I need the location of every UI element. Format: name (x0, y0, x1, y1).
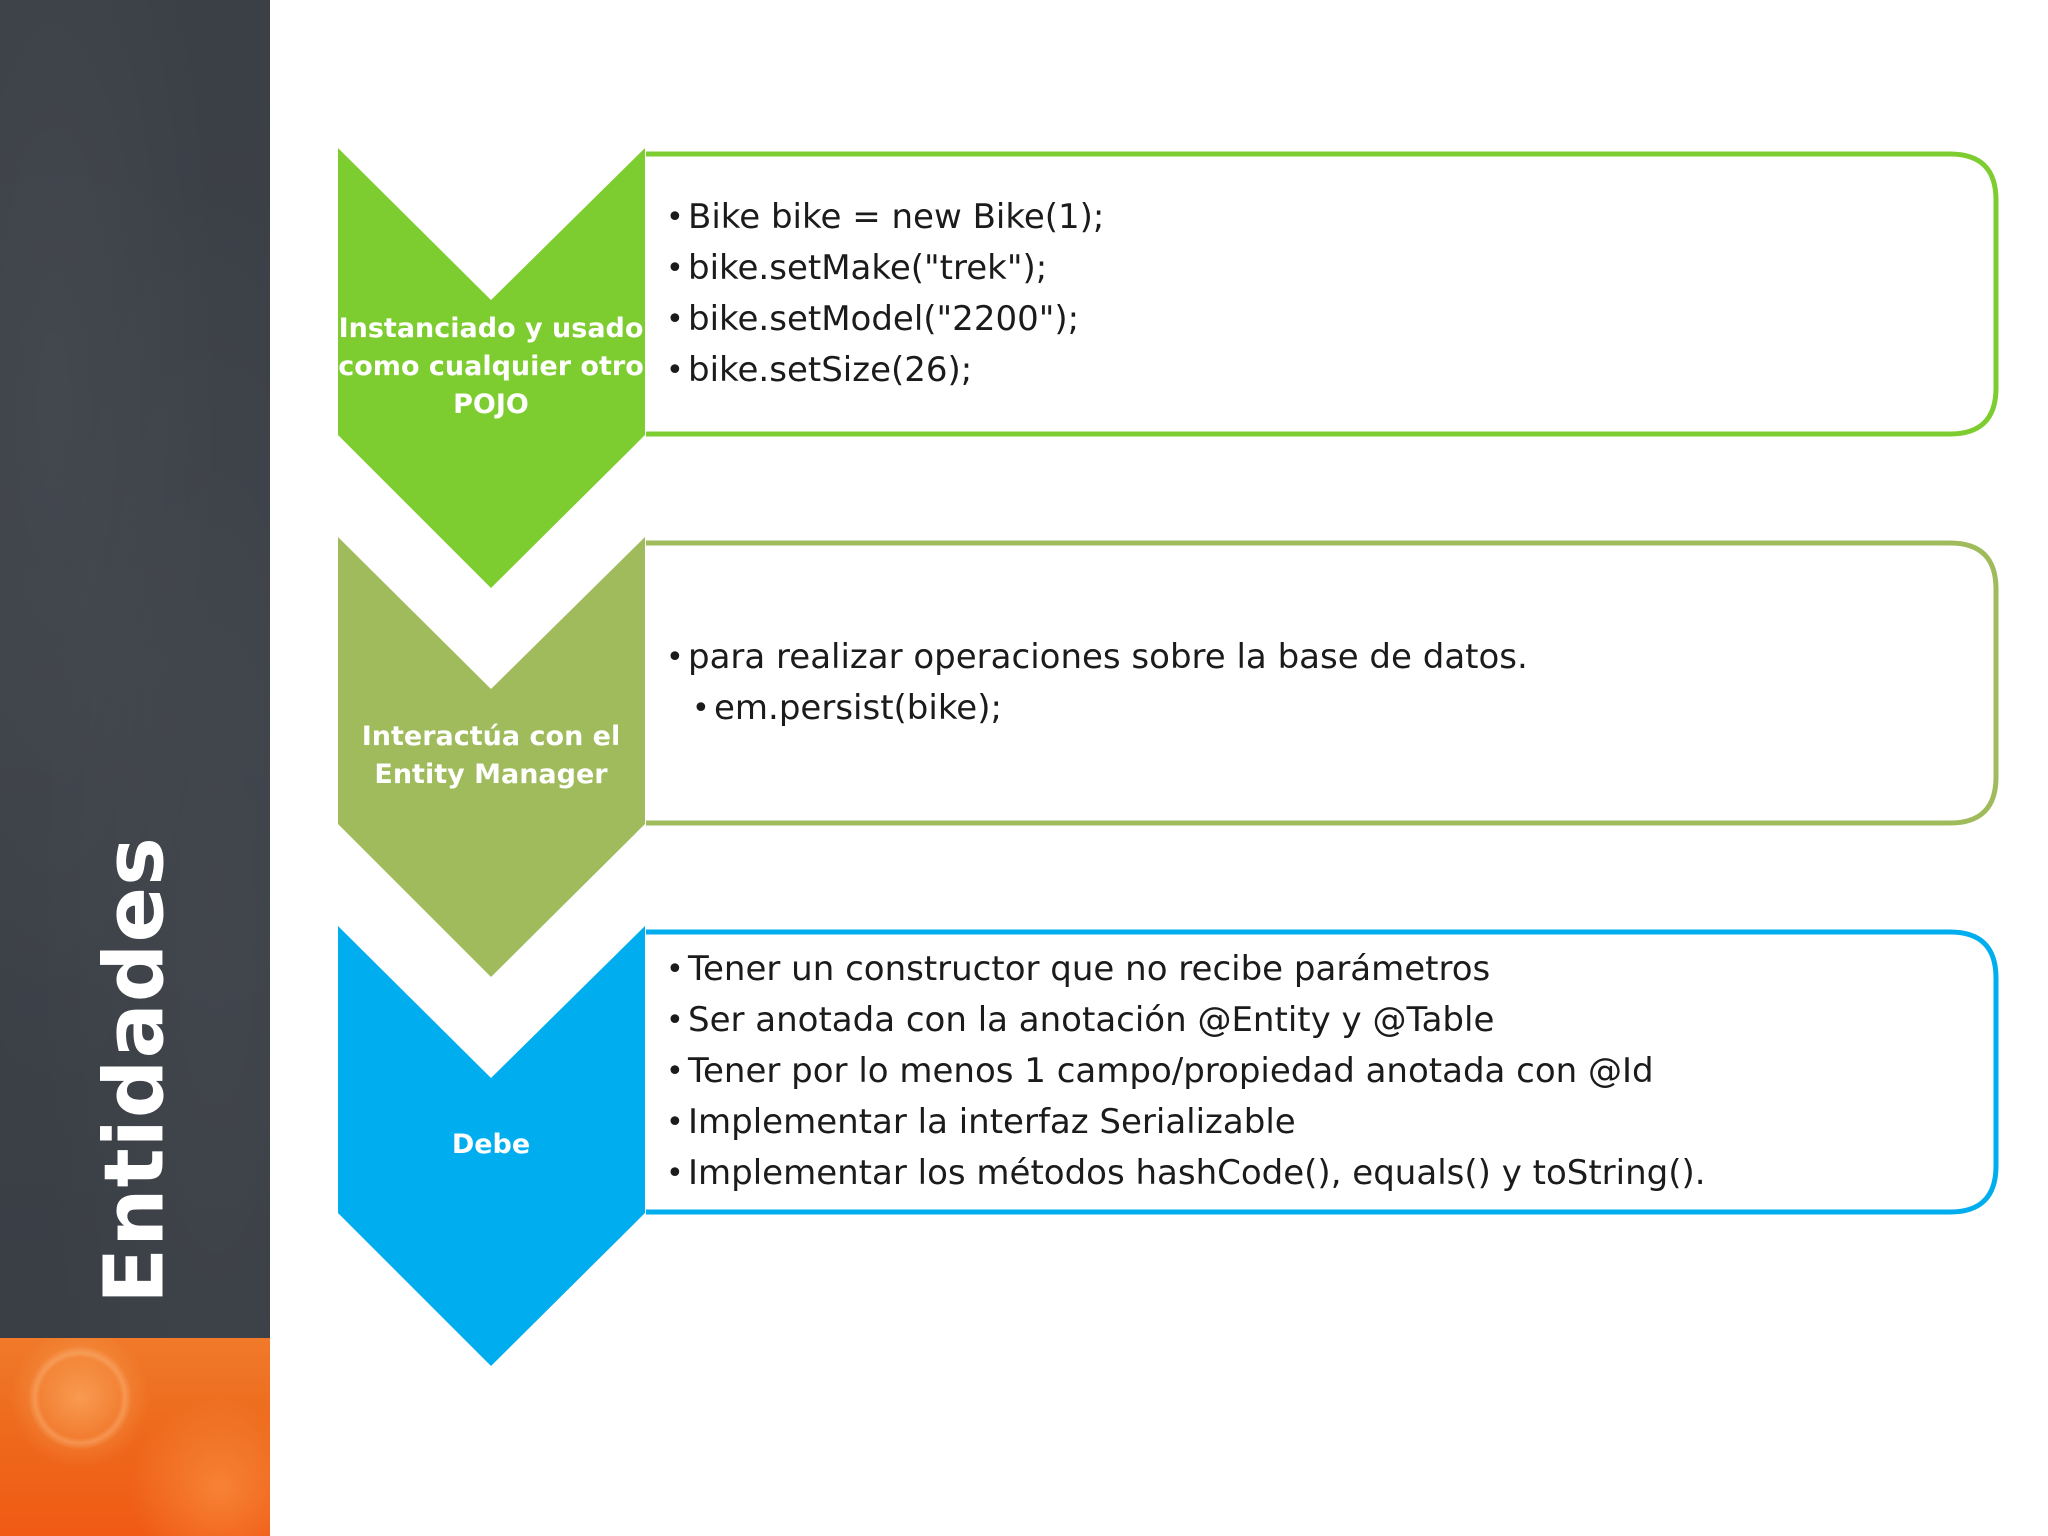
content-box-1-outline (646, 151, 1999, 437)
chevron-step-1 (338, 148, 645, 588)
list-item-text: Tener por lo menos 1 campo/propiedad ano… (688, 1051, 1654, 1091)
content-list-step-3: • Tener un constructor que no recibe par… (666, 944, 1706, 1199)
bullet-icon: • (666, 353, 684, 388)
chevron-label-step-3: Debe (451, 1129, 531, 1160)
chevron-label-step-1: Instanciado y usado como cualquier otro … (338, 313, 644, 420)
list-item-text: bike.setSize(26); (688, 350, 973, 390)
list-item-text: para realizar operaciones sobre la base … (688, 637, 1528, 677)
list-item: • Ser anotada con la anotación @Entity y… (666, 995, 1706, 1046)
list-item-text: Bike bike = new Bike(1); (688, 197, 1105, 237)
list-item: • bike.setSize(26); (666, 345, 1104, 396)
bullet-icon: • (666, 1105, 684, 1140)
list-item-nested: • em.persist(bike); (666, 683, 1528, 734)
list-item: • para realizar operaciones sobre la bas… (666, 632, 1528, 683)
list-item-text: bike.setModel("2200"); (688, 299, 1080, 339)
list-item-text: em.persist(bike); (714, 688, 1002, 728)
bullet-icon: • (666, 952, 684, 987)
content-list-step-2: • para realizar operaciones sobre la bas… (666, 632, 1528, 734)
chevron-step-2 (338, 537, 645, 977)
list-item: • Tener por lo menos 1 campo/propiedad a… (666, 1046, 1706, 1097)
list-item-text: bike.setMake("trek"); (688, 248, 1048, 288)
content-list-step-1: • Bike bike = new Bike(1); • bike.setMak… (666, 192, 1104, 396)
list-item-text: Ser anotada con la anotación @Entity y @… (688, 1000, 1495, 1040)
list-item: • Implementar la interfaz Serializable (666, 1097, 1706, 1148)
bullet-icon: • (666, 251, 684, 286)
list-item: • Tener un constructor que no recibe par… (666, 944, 1706, 995)
list-item: • bike.setModel("2200"); (666, 294, 1104, 345)
bullet-icon: • (666, 640, 684, 675)
list-item-text: Tener un constructor que no recibe parám… (688, 949, 1491, 989)
bullet-icon: • (666, 302, 684, 337)
list-item: • Implementar los métodos hashCode(), eq… (666, 1148, 1706, 1199)
sidebar-accent-decoration (0, 1338, 270, 1536)
list-item: • bike.setMake("trek"); (666, 243, 1104, 294)
sidebar (0, 0, 270, 1338)
list-item-text: Implementar los métodos hashCode(), equa… (688, 1153, 1706, 1193)
bullet-icon: • (666, 1003, 684, 1038)
bullet-icon: • (666, 200, 684, 235)
bullet-icon: • (692, 691, 710, 726)
content-box-2-outline (646, 540, 1999, 826)
list-item-text: Implementar la interfaz Serializable (688, 1102, 1296, 1142)
content-box-3-outline (646, 929, 1999, 1215)
chevron-label-step-2: Interactúa con el Entity Manager (361, 721, 621, 790)
bullet-icon: • (666, 1156, 684, 1191)
chevron-step-3 (338, 926, 645, 1366)
bullet-icon: • (666, 1054, 684, 1089)
list-item: • Bike bike = new Bike(1); (666, 192, 1104, 243)
